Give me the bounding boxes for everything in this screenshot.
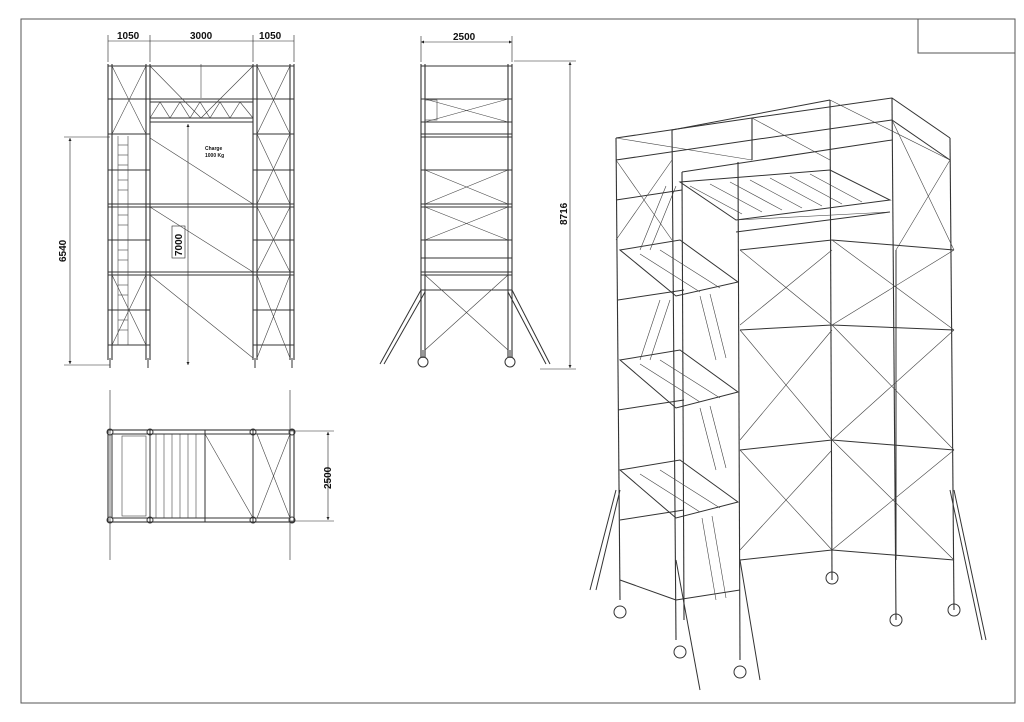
- dim-clear-height-label: 7000: [174, 233, 185, 256]
- iso-outriggers: [589, 489, 987, 691]
- front-ledgers: [108, 65, 294, 346]
- front-top-dimensions: [107, 35, 295, 62]
- iso-ledgers: [615, 189, 955, 601]
- side-ledgers: [421, 65, 512, 291]
- side-bracing: [424, 98, 509, 351]
- front-ladder: [117, 136, 129, 345]
- side-castors: [417, 350, 516, 368]
- iso-left-platforms: [618, 239, 740, 519]
- load-value: 1000 Kg: [205, 153, 224, 159]
- sheet-border: [20, 18, 1016, 704]
- side-outriggers: [379, 289, 551, 365]
- iso-top-frame: [615, 97, 951, 173]
- plan-decking-boards: [155, 434, 197, 518]
- load-label: Charge: [205, 146, 222, 152]
- isometric-view: [589, 97, 987, 691]
- front-elevation-view: 1050 3000 1050 6540 7000 Charge 1000 Kg: [58, 31, 295, 368]
- plan-view: 2500: [106, 390, 334, 560]
- iso-standards: [615, 97, 955, 661]
- front-bracing: [111, 65, 291, 359]
- dim-left-bay-label: 1050: [117, 31, 140, 42]
- dim-plan-depth-label: 2500: [323, 466, 334, 489]
- iso-ladders: [639, 185, 727, 601]
- dim-center-bay-label: 3000: [190, 31, 213, 42]
- dim-total-height-label: 8716: [559, 202, 570, 225]
- front-standards: [107, 64, 295, 360]
- dim-side-width-label: 2500: [453, 32, 476, 43]
- iso-bracing: [615, 119, 955, 561]
- iso-castors: [613, 571, 961, 679]
- dim-right-bay-label: 1050: [259, 31, 282, 42]
- dim-platform-height-label: 6540: [58, 239, 69, 262]
- iso-upper-platform: [678, 169, 892, 233]
- front-base-jacks: [109, 358, 293, 368]
- front-top-truss: [149, 65, 254, 119]
- side-elevation-view: 2500 8716: [379, 32, 576, 370]
- title-block: [917, 18, 1016, 54]
